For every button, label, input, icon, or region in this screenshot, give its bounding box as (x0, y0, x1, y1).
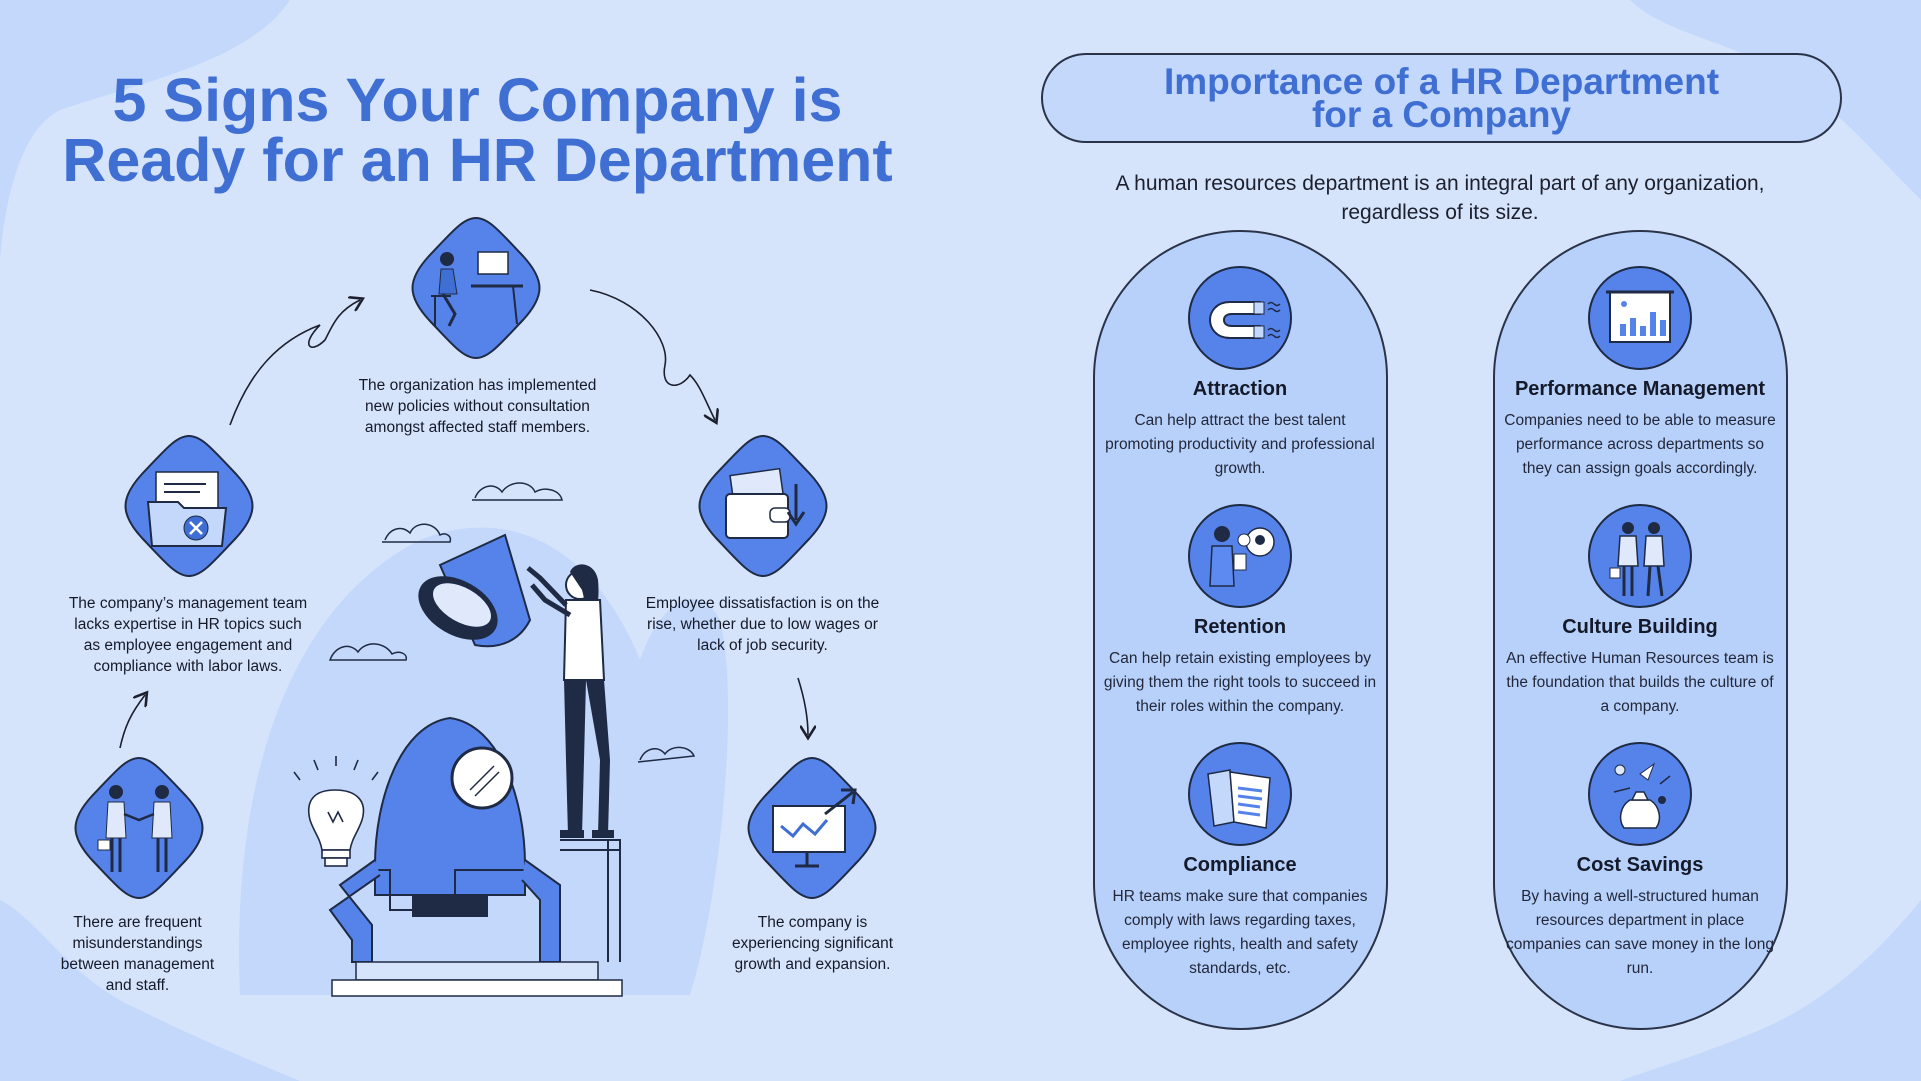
bar-chart-board-icon (1588, 266, 1692, 370)
main-title-line1: 5 Signs Your Company is (112, 66, 843, 134)
intro-text: A human resources department is an integ… (1080, 169, 1800, 227)
benefit-title: Performance Management (1514, 378, 1766, 400)
right-title-pill: Importance of a HR Department for a Comp… (1041, 53, 1842, 143)
flow-arrows (119, 289, 1000, 749)
intro-line1: A human resources department is an integ… (1115, 172, 1765, 195)
benefit-description: Can help retain existing employees by gi… (1103, 650, 1377, 715)
sign-office-desk-icon (411, 216, 541, 360)
benefit-title: Cost Savings (1576, 854, 1704, 876)
benefit-culture-building: Culture Building An effective Human Reso… (1500, 504, 1780, 719)
benefit-description: HR teams make sure that companies comply… (1112, 888, 1368, 977)
sign-monitor-growth-icon (747, 756, 877, 900)
main-title: 5 Signs Your Company is Ready for an HR … (40, 70, 915, 191)
benefit-cost-savings: Cost Savings By having a well-structured… (1500, 742, 1780, 981)
woman-launching-rocket-illustration (293, 482, 696, 997)
benefit-compliance: Compliance HR teams make sure that compa… (1100, 742, 1380, 981)
main-title-line2: Ready for an HR Department (62, 126, 893, 194)
sign-folder-reject-icon (124, 434, 254, 578)
benefit-title: Compliance (1183, 854, 1297, 876)
sign-text-dissatisfaction: Employee dissatisfaction is on the rise,… (645, 595, 880, 654)
two-people-icon (1588, 504, 1692, 608)
right-title-line2: for a Company (1311, 94, 1572, 135)
benefit-title: Retention (1193, 616, 1287, 638)
benefit-performance-management: Performance Management Companies need to… (1500, 266, 1780, 481)
right-title: Importance of a HR Department for a Comp… (1043, 63, 1840, 133)
benefit-attraction: Attraction Can help attract the best tal… (1100, 266, 1380, 481)
magnet-icon (1188, 266, 1292, 370)
sign-money-wallet-icon (698, 434, 828, 578)
right-title-line1: Importance of a HR Department (1163, 61, 1720, 102)
documents-icon (1188, 742, 1292, 846)
benefit-description: An effective Human Resources team is the… (1506, 650, 1774, 715)
intro-line2: regardless of its size. (1341, 201, 1539, 224)
benefit-retention: Retention Can help retain existing emplo… (1100, 504, 1380, 719)
sign-text-policies: The organization has implemented new pol… (358, 377, 597, 436)
person-speech-icon (1188, 504, 1292, 608)
benefit-title: Culture Building (1562, 616, 1718, 638)
money-bag-icon (1588, 742, 1692, 846)
benefit-description: Can help attract the best talent promoti… (1105, 412, 1375, 477)
sign-handshake-icon (74, 756, 204, 900)
sign-text-misunderstandings: There are frequent misunderstandings bet… (60, 914, 215, 994)
benefit-description: By having a well-structured human resour… (1506, 888, 1774, 977)
sign-text-growth: The company is experiencing significant … (731, 914, 894, 973)
benefit-description: Companies need to be able to measure per… (1504, 412, 1776, 477)
sign-text-expertise: The company’s management team lacks expe… (68, 595, 308, 675)
benefit-title: Attraction (1192, 378, 1288, 400)
